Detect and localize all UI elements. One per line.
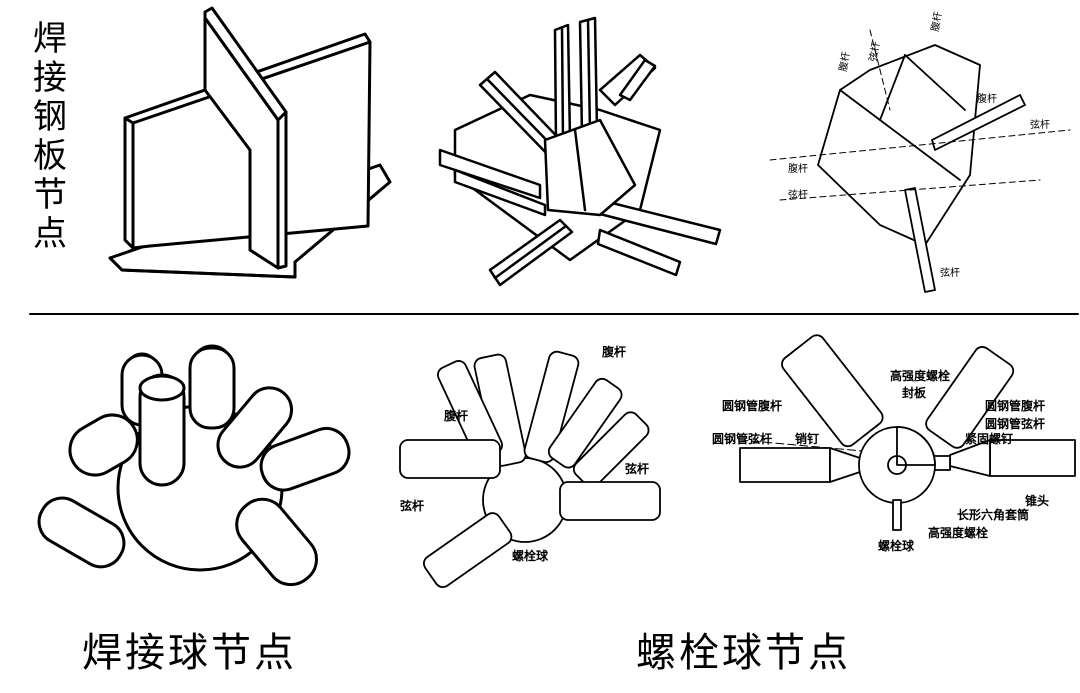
- label-hs-bolt-bottom: 高强度螺栓: [928, 525, 988, 540]
- label-fastening-screw: 紧固螺钉: [965, 431, 1013, 446]
- label-seal-plate: 封板: [902, 385, 927, 400]
- label-chord-bottom: 弦杆: [940, 266, 960, 279]
- bolt-detail-labels: 高强度螺栓 封板 圆钢管腹杆 圆钢管腹杆 圆钢管弦杆 圆钢管弦杆 销钉 紧固螺钉…: [712, 368, 1049, 553]
- label-bolt-ball: 螺栓球: [512, 548, 549, 563]
- bolt-ball-labels: 腹杆 腹杆 弦杆 弦杆 螺栓球: [400, 344, 649, 563]
- welded-ball-caption: 焊接球节点: [82, 630, 297, 676]
- label-hs-bolt-top: 高强度螺栓: [890, 368, 950, 383]
- label-tube-web-left: 圆钢管腹杆: [722, 398, 782, 413]
- truss-plate-labels: 腹杆 弦杆 腹杆 腹杆 弦杆 腹杆 弦杆 弦杆: [788, 11, 1050, 279]
- label-pin: 销钉: [795, 431, 819, 446]
- label-chord-left: 弦杆: [788, 188, 808, 201]
- bolted-ball-caption: 螺栓球节点: [636, 630, 851, 676]
- label-bolt-web-left: 腹杆: [444, 408, 468, 423]
- bolt-ball-node: [399, 350, 661, 588]
- label-chord-top-2: 弦杆: [866, 41, 882, 63]
- label-tube-chord-left: 圆钢管弦杆: [712, 431, 772, 446]
- label-hex-sleeve: 长形六角套筒: [957, 507, 1029, 522]
- label-web-top-1: 腹杆: [836, 51, 852, 73]
- bolt-detail-node: [739, 334, 1076, 531]
- label-bolt-web: 腹杆: [602, 344, 626, 359]
- label-web-right: 腹杆: [977, 92, 997, 105]
- label-chord-right: 弦杆: [1030, 118, 1050, 131]
- label-bolt-chord-right: 弦杆: [625, 461, 649, 476]
- welded-ball-node: [37, 344, 351, 587]
- plate-cross-node: [108, 6, 392, 279]
- welded-plate-title: 焊接钢板节点: [33, 19, 67, 254]
- truss-plate-node: [769, 29, 1071, 293]
- label-tube-chord-right: 圆钢管弦杆: [985, 416, 1045, 431]
- label-web-top-3: 腹杆: [928, 11, 944, 33]
- label-web-left: 腹杆: [788, 162, 808, 175]
- label-bolt-chord-left: 弦杆: [400, 498, 424, 513]
- label-tube-web-right: 圆钢管腹杆: [985, 398, 1045, 413]
- angle-steel-node: [438, 16, 722, 287]
- label-bolt-ball-detail: 螺栓球: [878, 538, 915, 553]
- label-cone-head: 锥头: [1025, 493, 1049, 508]
